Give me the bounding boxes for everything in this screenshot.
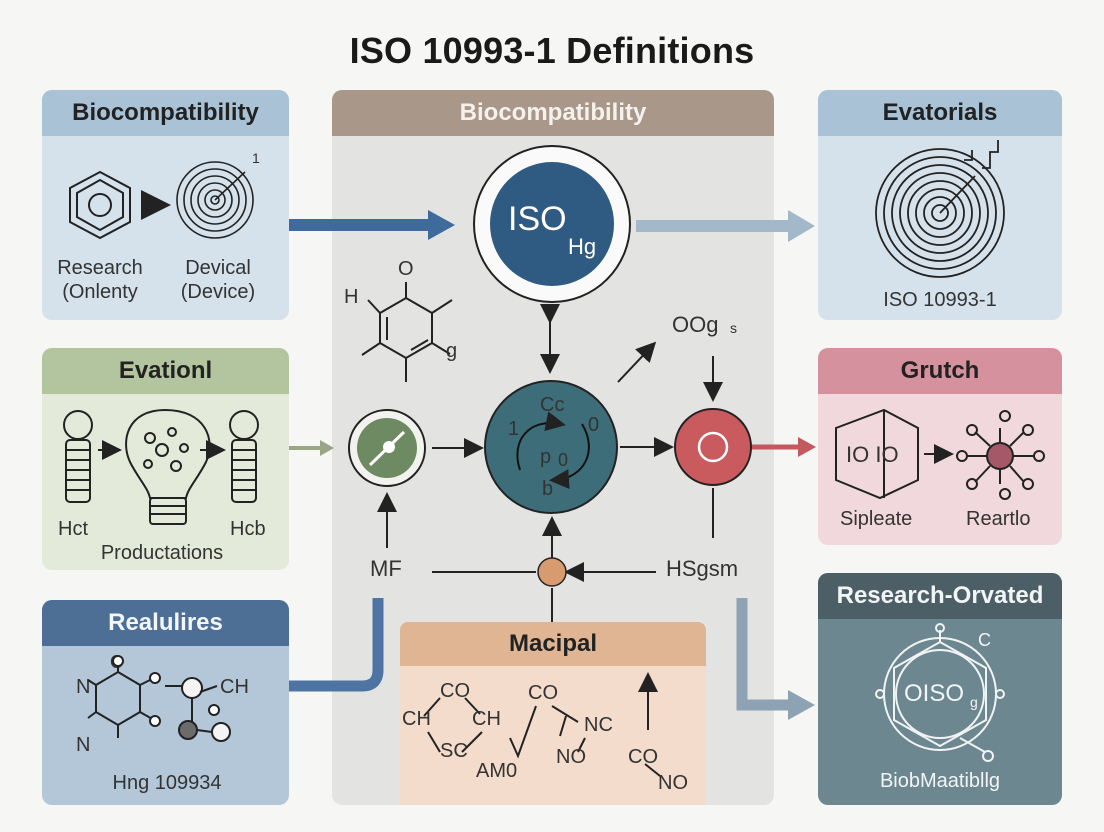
macipal-co3: CO	[628, 746, 658, 768]
atom-n1: N	[76, 676, 91, 698]
red-ring-circle-icon	[674, 408, 752, 486]
oog-sub-label: s	[730, 320, 737, 336]
c0b-label: 0	[558, 450, 569, 470]
cc-label: Cc	[540, 394, 565, 416]
atom-n2: N	[76, 734, 91, 756]
benzene-molecule-icon	[361, 282, 453, 382]
iso-main-text: ISO	[508, 200, 567, 238]
macipal-ch2: CH	[472, 708, 501, 730]
mol-h-label: H	[344, 286, 359, 308]
panel-header: Grutch	[818, 348, 1062, 394]
device-label: Devical (Device)	[180, 257, 256, 303]
arrowhead-light	[788, 210, 815, 242]
bulb-screw-icon-right	[229, 410, 259, 503]
panel-macipal: Macipal	[400, 622, 706, 805]
superscript-one: 1	[252, 150, 260, 166]
panel-header: Evatorials	[818, 90, 1062, 136]
c1-label: 1	[508, 418, 520, 440]
panel-realulires: Realulires	[42, 600, 289, 805]
hct-label: Hct	[58, 518, 88, 540]
panel-header: Research-Orvated	[818, 573, 1062, 619]
diagonal-arrow	[617, 341, 657, 383]
panel-header: Biocompatibility	[332, 90, 774, 136]
c0-label: 0	[588, 414, 600, 436]
iso-sub-text: Hg	[568, 234, 597, 259]
biob-footer: BiobMaatibllg	[879, 770, 1001, 792]
arrowhead-light-elbow	[788, 690, 815, 720]
hsgsm-label: HSgsm	[666, 556, 739, 581]
macipal-co1: CO	[440, 680, 470, 702]
panel-header: Macipal	[400, 622, 706, 666]
spiral-rings-icon	[875, 140, 1005, 278]
macipal-no1: NO	[556, 746, 586, 768]
central-cycle-circle-icon	[484, 380, 618, 514]
ring-molecule-icon	[87, 655, 231, 742]
bulb-screw-icon-left	[63, 410, 93, 503]
emblem-sub-text: g	[970, 694, 978, 710]
grutch-box-text: IO IO	[846, 442, 899, 467]
hexagon-nut-icon	[69, 170, 131, 240]
macipal-structure-icon	[423, 672, 661, 777]
iso-circle-icon	[473, 145, 631, 303]
sipleate-label: Sipleate	[840, 508, 913, 530]
network-node-icon	[956, 410, 1045, 500]
macipal-ch1: CH	[402, 708, 431, 730]
panel-grutch: Grutch	[818, 348, 1062, 545]
mol-o-label: O	[398, 258, 414, 280]
target-rings-icon	[176, 161, 254, 239]
panel-header: Realulires	[42, 600, 289, 646]
mf-label: MF	[370, 556, 402, 581]
emblem-circle-icon	[875, 623, 1005, 762]
connector-elbow-blue	[289, 598, 384, 692]
oog-label: OOg	[672, 312, 719, 337]
page-title: ISO 10993-1 Definitions	[349, 30, 755, 71]
panel-header: Evationl	[42, 348, 289, 394]
emblem-main-text: OISO	[904, 680, 965, 707]
iso-footer: ISO 10993-1	[883, 289, 997, 311]
arrowhead-blue	[428, 210, 455, 240]
cb-label: b	[542, 478, 554, 500]
arrowhead-red	[798, 437, 816, 457]
orange-node	[537, 557, 567, 587]
productations-label: Productations	[100, 542, 224, 564]
reartlo-label: Reartlo	[966, 508, 1031, 530]
atom-ch: CH	[220, 676, 249, 698]
macipal-amo: AM0	[476, 760, 518, 782]
hcb-label: Hcb	[230, 518, 266, 540]
research-label: Research (Onlenty	[57, 257, 143, 303]
mol-g-label: g	[446, 340, 458, 362]
connector-elbow-light	[736, 598, 790, 711]
macipal-sc: SC	[440, 740, 468, 762]
cp-label: p	[540, 446, 552, 468]
plug-circle-icon	[348, 409, 426, 487]
arrowhead-olive	[320, 440, 334, 456]
cube-box-icon	[835, 408, 919, 500]
light-bulb-icon	[125, 408, 211, 525]
hng-footer: Hng 109934	[112, 772, 222, 794]
panel-research-orvated: Research-Orvated	[818, 573, 1062, 805]
emblem-c-letter: C	[978, 630, 991, 650]
macipal-co2: CO	[528, 682, 558, 704]
macipal-no2: NO	[658, 772, 688, 794]
panel-header: Biocompatibility	[42, 90, 289, 136]
macipal-nc: NC	[584, 714, 613, 736]
